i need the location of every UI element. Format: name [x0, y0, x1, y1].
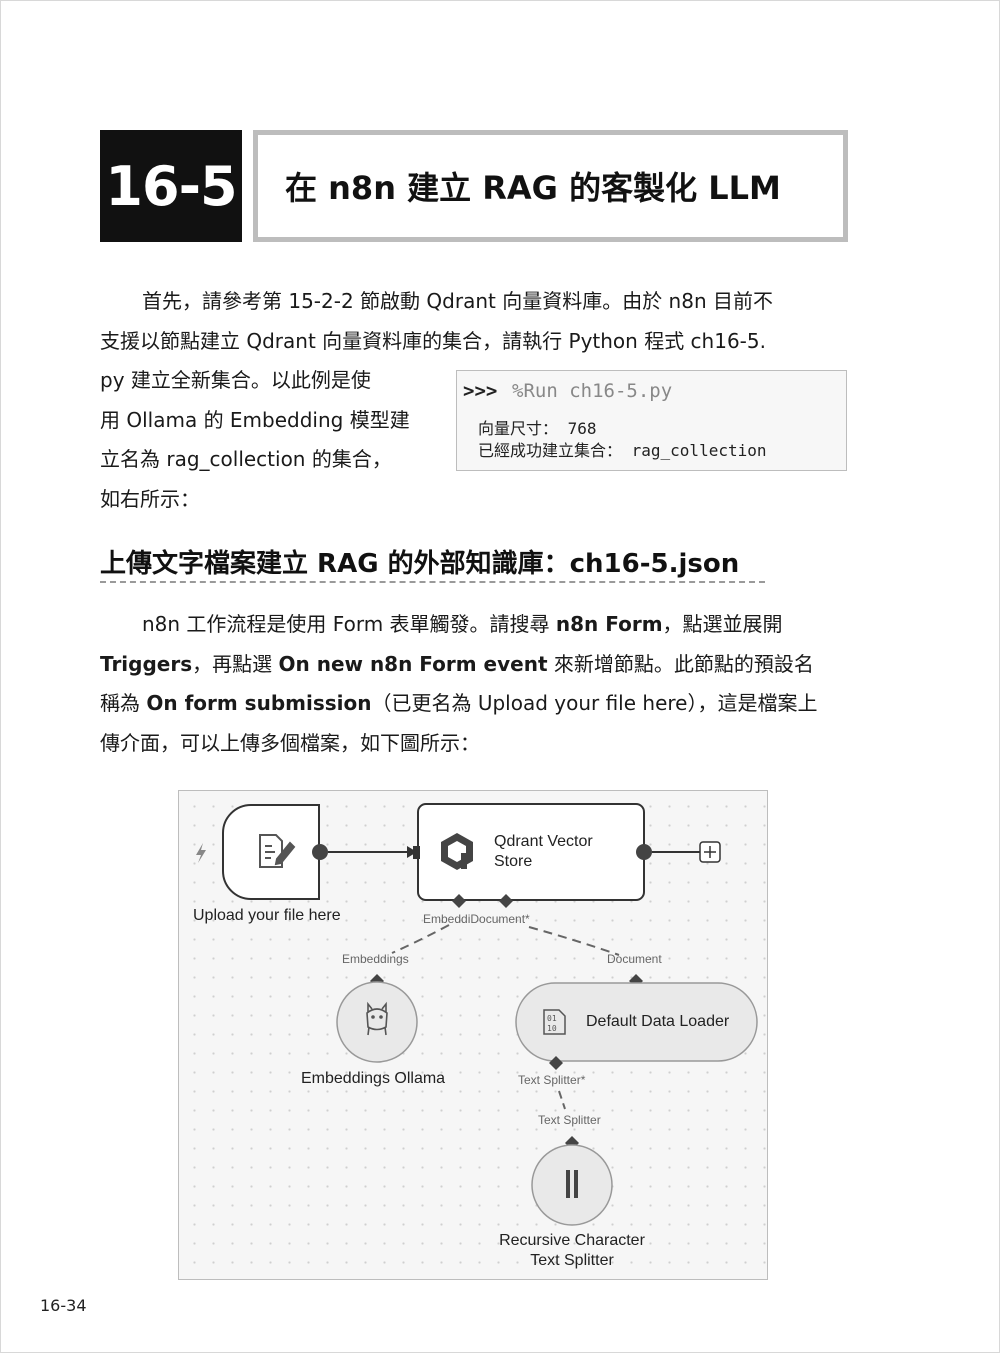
workflow-canvas: 01 10 Upload your file here Qdrant Vecto…: [178, 790, 768, 1280]
binary-file-icon: 01 10: [543, 1009, 566, 1035]
body-line-1: n8n 工作流程是使用 Form 表單觸發。請搜尋 n8n Form，點選並展開: [142, 612, 783, 636]
embeddings-input-port: [452, 894, 466, 908]
splitter-node: [531, 1144, 613, 1226]
data-loader-node: [515, 982, 758, 1062]
intro-line-5: 立名為 rag_collection 的集合，: [100, 447, 392, 471]
intro-line-4: 用 Ollama 的 Embedding 模型建: [100, 407, 410, 432]
page-number: 16-34: [40, 1296, 87, 1315]
console-command: %Run ch16-5.py: [512, 380, 673, 402]
text-splitter-connection-label: Text Splitter: [538, 1113, 601, 1127]
qdrant-output-port: [636, 844, 652, 860]
subheading-dashed-rule: [100, 581, 765, 583]
text-splitter-input-port: [549, 1056, 563, 1070]
document-input-port: [499, 894, 513, 908]
splitter-icon: [566, 1170, 570, 1198]
intro-line-3: py 建立全新集合。以此例是使: [100, 368, 371, 392]
svg-text:10: 10: [547, 1024, 557, 1033]
section-title: 在 n8n 建立 RAG 的客製化 LLM: [258, 135, 843, 237]
body-paragraph: n8n 工作流程是使用 Form 表單觸發。請搜尋 n8n Form，點選並展開…: [100, 605, 848, 763]
console-output-box: >>> %Run ch16-5.py 向量尺寸： 768 已經成功建立集合： r…: [456, 370, 847, 471]
splitter-node-label: Recursive Character Text Splitter: [499, 1232, 645, 1269]
qdrant-icon: [441, 833, 473, 870]
body-line-2: Triggers，再點選 On new n8n Form event 來新增節點…: [100, 651, 814, 676]
embeddings-node-label: Embeddings Ollama: [301, 1070, 446, 1087]
console-output-line: 已經成功建立集合： rag_collection: [478, 441, 767, 460]
intro-line-2: 支援以節點建立 Qdrant 向量資料庫的集合，請執行 Python 程式 ch…: [100, 328, 766, 353]
console-output-line: 向量尺寸： 768: [478, 419, 597, 438]
body-line-3: 稱為 On form submission（已更名為 Upload your f…: [100, 691, 818, 715]
intro-paragraph: 首先，請參考第 15-2-2 節啟動 Qdrant 向量資料庫。由於 n8n 目…: [100, 282, 848, 361]
intro-side-text: py 建立全新集合。以此例是使 用 Ollama 的 Embedding 模型建…: [100, 361, 440, 519]
embeddings-node: [336, 981, 418, 1063]
embeddings-connection-label: Embeddings: [342, 952, 409, 966]
body-line-4: 傳介面，可以上傳多個檔案，如下圖所示：: [100, 730, 480, 755]
data-loader-node-label: Default Data Loader: [586, 1013, 730, 1030]
document-connection-label: Document: [607, 952, 662, 966]
subheading: 上傳文字檔案建立 RAG 的外部知識庫：ch16-5.json: [100, 549, 740, 579]
section-number: 16-5: [100, 130, 242, 242]
console-prompt: >>>: [463, 380, 498, 402]
trigger-node-label: Upload your file here: [193, 907, 341, 924]
form-icon: [259, 834, 296, 868]
intro-line-6: 如右所示：: [100, 486, 200, 511]
llama-icon: [366, 1001, 388, 1036]
intro-line-1: 首先，請參考第 15-2-2 節啟動 Qdrant 向量資料庫。由於 n8n 目…: [142, 289, 773, 313]
section-title-box: 在 n8n 建立 RAG 的客製化 LLM: [253, 130, 848, 242]
trigger-lightning-icon: [196, 843, 206, 863]
qdrant-node-title: Qdrant Vector Store: [494, 833, 593, 870]
qdrant-input-labels: EmbeddiDocument*: [423, 912, 530, 926]
svg-text:01: 01: [547, 1014, 557, 1023]
text-splitter-required-label: Text Splitter*: [518, 1073, 586, 1087]
trigger-output-port: [312, 844, 328, 860]
workflow-connections: 01 10: [196, 803, 758, 1226]
